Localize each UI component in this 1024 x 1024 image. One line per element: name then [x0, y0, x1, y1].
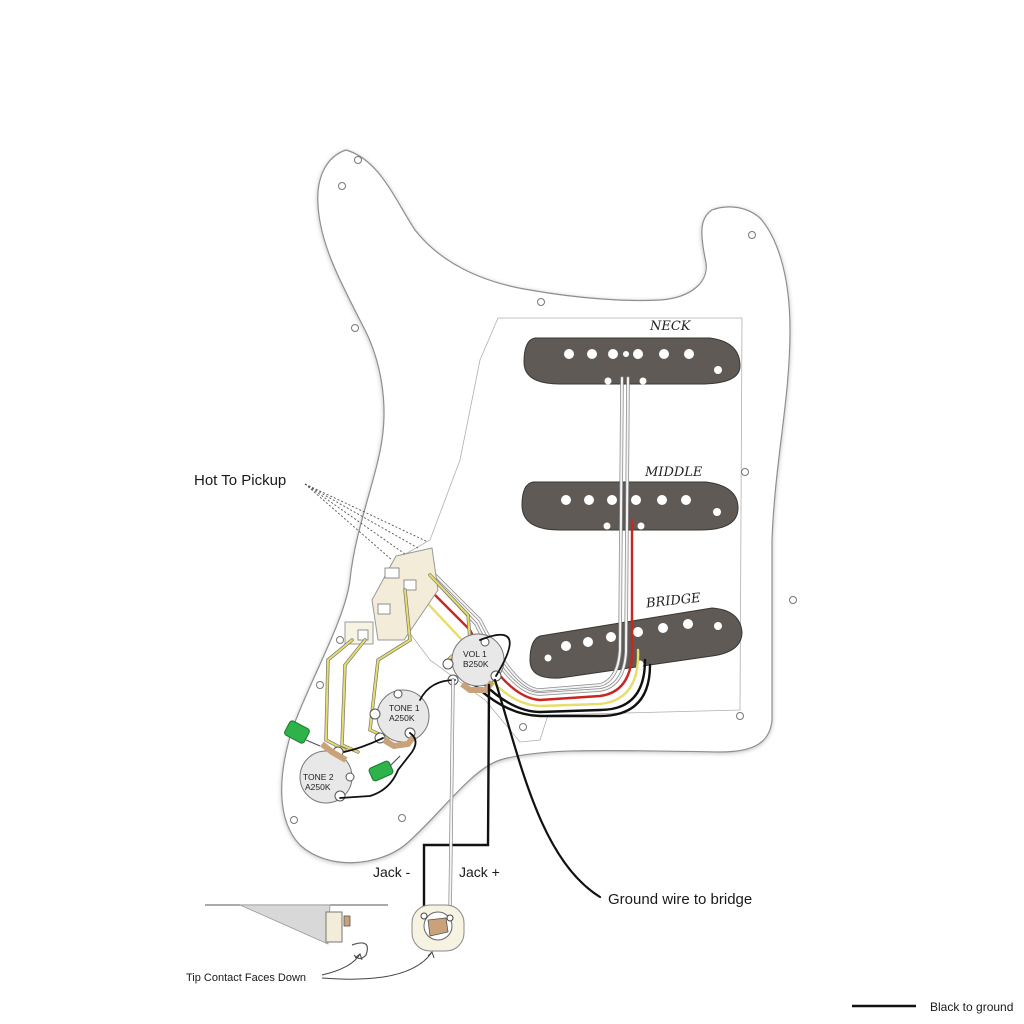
ground-wire-label: Ground wire to bridge: [608, 891, 752, 908]
capacitor-1: [284, 720, 321, 747]
capacitor-2: [368, 755, 401, 782]
tone2-name: TONE 2: [303, 772, 334, 782]
bridge-label: BRIDGE: [644, 591, 702, 612]
legend-black-label: Black to ground: [930, 1000, 1013, 1014]
jack-side-view: [205, 904, 388, 960]
hot-to-pickup-leaders: [304, 483, 429, 561]
bridge-pickup: [529, 607, 743, 679]
middle-label: MIDDLE: [644, 465, 703, 480]
jack-front-view: [411, 904, 465, 952]
neck-label: NECK: [649, 319, 692, 334]
tone2-value: A250K: [305, 782, 331, 792]
jack-plus-label: Jack +: [459, 864, 500, 880]
jack-minus-label: Jack -: [373, 864, 411, 880]
vol1-name: VOL 1: [463, 649, 487, 659]
tip-contact-label: Tip Contact Faces Down: [186, 972, 306, 984]
jack-wires: [422, 678, 602, 920]
mounting-holes: [290, 156, 797, 824]
tone1-pot: [369, 689, 430, 750]
hot-to-pickup-label: Hot To Pickup: [194, 472, 286, 489]
vol1-value: B250K: [463, 659, 489, 669]
tone1-name: TONE 1: [389, 703, 420, 713]
legend: Black to ground: [852, 1000, 1013, 1014]
middle-pickup: [521, 481, 739, 531]
tip-contact-arrows: [321, 951, 435, 980]
tone1-value: A250K: [389, 713, 415, 723]
neck-pickup: [523, 337, 741, 385]
tone2-pot: [299, 741, 355, 804]
ground-wiring: [339, 633, 511, 799]
